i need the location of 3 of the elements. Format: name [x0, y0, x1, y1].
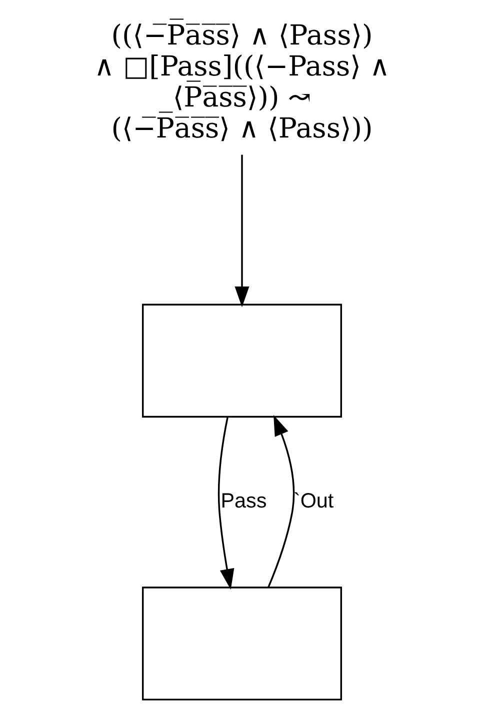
diagram-title: ((⟨−̅P̅a̅s̅s̅⟩ ∧ ⟨Pass⟩) ∧ □[Pass]((⟨−Pass⟩ ∧ ⟨P̅a̅s̅s̅⟩)) ↝ (⟨−̅P̅a̅s̅s̅⟩ ∧ ⟨Pass⟩)) — [94, 18, 390, 145]
edge-label: Pass — [220, 489, 266, 512]
edge-label: `Out — [292, 489, 334, 512]
